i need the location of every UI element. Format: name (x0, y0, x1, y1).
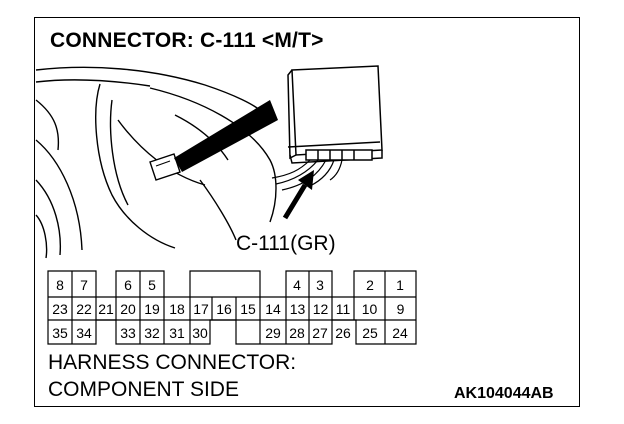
pin-34: 34 (76, 325, 92, 341)
pin-20: 20 (120, 301, 136, 317)
pin-33: 33 (120, 325, 136, 341)
pin-1: 1 (396, 277, 404, 293)
pin-15: 15 (240, 301, 256, 317)
pin-14: 14 (265, 301, 281, 317)
pin-10: 10 (362, 301, 378, 317)
page-title: CONNECTOR: C-111 <M/T> (50, 29, 324, 52)
pin-27: 27 (312, 325, 328, 341)
pin-29: 29 (265, 325, 281, 341)
component-module (287, 65, 383, 164)
pin-5: 5 (148, 277, 156, 293)
figure-code: AK104044AB (454, 385, 554, 402)
dashboard-connector (149, 153, 181, 181)
connector-label: C-111(GR) (236, 232, 336, 255)
pin-13: 13 (290, 301, 306, 317)
pin-8: 8 (56, 277, 64, 293)
diagram-frame (34, 17, 580, 407)
harness-connector-label: HARNESS CONNECTOR: (48, 351, 297, 374)
pin-30: 30 (192, 325, 208, 341)
pin-3: 3 (316, 277, 324, 293)
pin-6: 6 (124, 277, 132, 293)
pin-24: 24 (392, 325, 408, 341)
pin-22: 22 (76, 301, 92, 317)
pin-28: 28 (289, 325, 305, 341)
pin-26: 26 (335, 325, 351, 341)
pin-18: 18 (169, 301, 185, 317)
pin-21: 21 (98, 301, 114, 317)
pin-16: 16 (216, 301, 232, 317)
pin-9: 9 (397, 301, 405, 317)
pin-7: 7 (80, 277, 88, 293)
pointer-arrow (282, 170, 314, 220)
pin-19: 19 (144, 301, 160, 317)
pin-2: 2 (366, 277, 374, 293)
pin-31: 31 (169, 325, 185, 341)
connector-pin-diagram (47, 270, 417, 345)
pin-4: 4 (293, 277, 301, 293)
pin-17: 17 (193, 301, 209, 317)
pin-11: 11 (336, 301, 351, 317)
pin-12: 12 (313, 301, 329, 317)
pin-35: 35 (52, 325, 68, 341)
pin-23: 23 (52, 301, 68, 317)
zoom-wedge (174, 100, 278, 172)
pin-25: 25 (362, 325, 378, 341)
component-side-label: COMPONENT SIDE (48, 378, 239, 401)
pin-32: 32 (144, 325, 160, 341)
